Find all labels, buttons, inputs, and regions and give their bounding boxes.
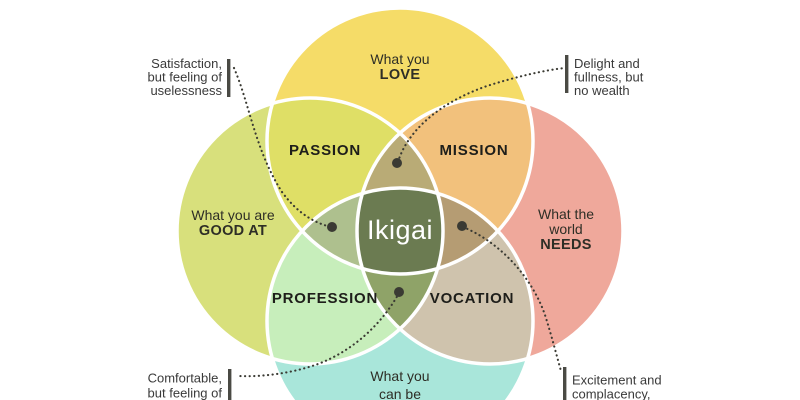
label-good-at-line1: What you are (191, 207, 274, 223)
annotation-top-left-line2: but feeling of (148, 70, 223, 85)
annotation-bottom-right-line1: Excitement and (572, 373, 662, 388)
outline-paid (265, 186, 535, 400)
annotation-bottom-left-line1: Comfortable, (148, 371, 222, 386)
bar-top-right (565, 55, 569, 93)
label-love-line1: What you (370, 51, 429, 67)
label-paid-line2: can be (379, 386, 421, 400)
label-profession: PROFESSION (272, 290, 378, 307)
dot-petal-right (457, 221, 467, 231)
annotation-top-left-line3: uselessness (150, 83, 222, 98)
label-ikigai: Ikigai (367, 215, 433, 245)
dot-petal-top (392, 158, 402, 168)
dot-petal-bottom (394, 287, 404, 297)
label-good-at-line2: GOOD AT (199, 223, 267, 239)
label-needs-line3: NEEDS (540, 237, 591, 253)
connector-no-wealth (396, 66, 567, 164)
connector-uselessness (232, 66, 333, 229)
annotation-top-right-line1: Delight and (574, 56, 640, 71)
annotation-top-right-line2: fullness, but (574, 70, 644, 85)
annotation-top-left-line1: Satisfaction, (151, 56, 222, 71)
dot-petal-left (327, 222, 337, 232)
annotation-bottom-left-line2: but feeling of (148, 386, 223, 400)
annotation-top-right-line3: no wealth (574, 83, 630, 98)
label-needs-line2: world (548, 221, 582, 237)
bar-bottom-right (563, 367, 567, 400)
label-needs-line1: What the (538, 206, 594, 222)
bar-top-left (227, 59, 231, 97)
outline-needs (355, 96, 625, 366)
annotation-bottom-right-line2: complacency, (572, 387, 651, 400)
label-mission: MISSION (440, 142, 509, 159)
connector-emptiness (236, 291, 401, 378)
label-paid-line1: What you (370, 368, 429, 384)
petal-left (267, 188, 443, 274)
outline-good-at (175, 96, 445, 366)
bar-bottom-left (228, 369, 232, 400)
label-passion: PASSION (289, 142, 361, 159)
connector-uncertainty (461, 225, 563, 373)
label-vocation: VOCATION (430, 290, 514, 307)
petal-right (357, 188, 533, 274)
outline-love (265, 6, 535, 276)
label-love-line2: LOVE (380, 67, 421, 83)
